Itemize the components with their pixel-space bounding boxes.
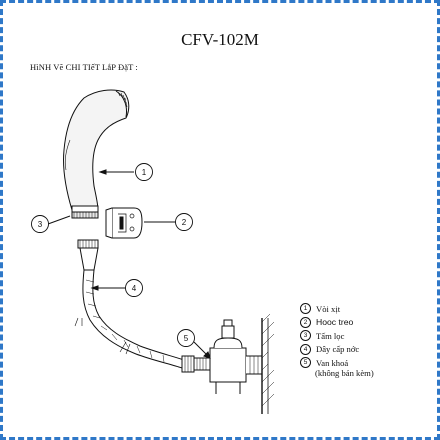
filter-screen-drawing	[71, 211, 99, 219]
callout-5-label: 5	[184, 334, 189, 343]
hanger-bracket-drawing	[105, 207, 143, 239]
legend-note: (không bán kèm)	[315, 367, 374, 378]
hose-drawing	[74, 269, 185, 369]
legend-label: Van khoá	[316, 357, 349, 368]
legend-item-spray-head: 1 Vòi xịt	[300, 302, 420, 316]
callout-2: 2	[175, 213, 193, 231]
legend-number: 2	[300, 316, 311, 328]
callout-2-label: 2	[182, 218, 187, 227]
legend-number: 4	[300, 343, 311, 355]
callout-3: 3	[31, 215, 49, 233]
legend-item-hose: 4 Dây cấp nớc	[300, 343, 420, 357]
legend-number: 1	[300, 303, 311, 315]
wall-drawing	[261, 313, 275, 414]
callout-1-label: 1	[142, 168, 147, 177]
angle-valve-drawing	[193, 319, 263, 394]
legend-number: 5	[300, 357, 311, 369]
callout-3-label: 3	[38, 220, 43, 229]
callout-1: 1	[135, 163, 153, 181]
leader-line-3	[47, 215, 71, 225]
callout-4: 4	[125, 279, 143, 297]
legend-item-valve: 5 Van khoá	[300, 356, 420, 370]
legend-label: Vòi xịt	[316, 303, 341, 314]
legend-label: Hooc treo	[316, 317, 354, 328]
callouts: 1 2 3 4 5	[31, 163, 195, 347]
spray-head-drawing	[63, 89, 130, 213]
diagram-subtitle: HìNH Vẽ CHI TIếT LắP ĐặT :	[30, 62, 138, 72]
page-title: CFV-102M	[181, 30, 259, 49]
callout-4-label: 4	[132, 284, 137, 293]
hose-end-nut-drawing	[181, 355, 195, 373]
legend-label: Dây cấp nớc	[316, 344, 360, 355]
legend-item-hanger: 2 Hooc treo	[300, 316, 420, 330]
legend-item-filter: 3 Tấm lọc	[300, 329, 420, 343]
legend-number: 3	[300, 330, 311, 342]
parts-legend: 1 Vòi xịt 2 Hooc treo 3 Tấm lọc 4 Dây cấ…	[300, 302, 420, 378]
hose-nut-drawing	[77, 239, 99, 271]
callout-5: 5	[177, 329, 195, 347]
legend-label: Tấm lọc	[316, 330, 345, 341]
